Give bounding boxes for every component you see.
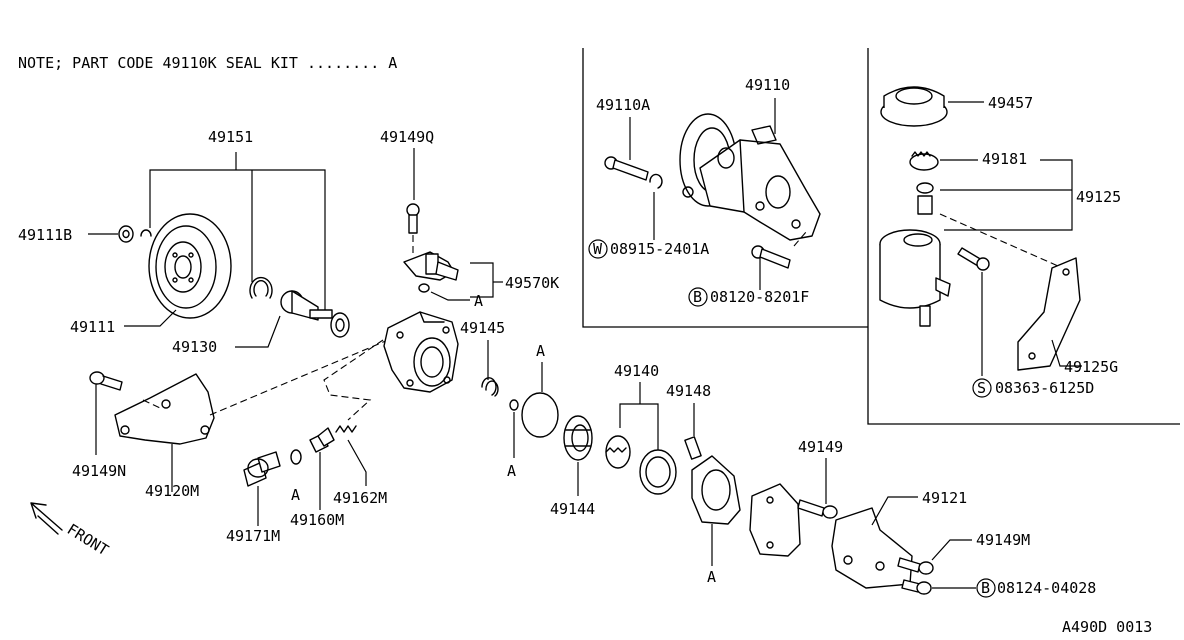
label-49151: 49151 xyxy=(208,128,253,146)
inset-reservoir-frame xyxy=(867,48,1180,425)
fitting-49570K xyxy=(403,251,459,293)
washer-49111B xyxy=(140,229,152,237)
label-49457: 49457 xyxy=(988,94,1033,112)
bolt-49149M xyxy=(897,557,934,575)
seal-49151 xyxy=(330,312,350,338)
prefix-B-08120: B xyxy=(693,288,702,306)
pulley-49111 xyxy=(148,213,232,319)
label-49125G: 49125G xyxy=(1064,358,1118,376)
plug-49171M xyxy=(243,451,281,487)
label-49149M: 49149M xyxy=(976,531,1030,549)
filter xyxy=(917,195,933,215)
bolt-49149N xyxy=(89,371,123,455)
oring-A-small xyxy=(290,449,302,465)
bolt-49149 xyxy=(797,499,838,519)
bolt-49149Q xyxy=(406,203,420,234)
seal-kit-note: NOTE; PART CODE 49110K SEAL KIT ........… xyxy=(18,54,397,72)
gasket-A xyxy=(691,455,741,525)
label-08363-6125D: 08363-6125D xyxy=(995,379,1094,397)
label-49149Q: 49149Q xyxy=(380,128,434,146)
prefix-circle-B-08120 xyxy=(688,287,708,307)
label-49111B: 49111B xyxy=(18,226,72,244)
seal-mark-a1: A xyxy=(474,292,483,310)
prefix-circle-W xyxy=(588,239,608,259)
label-49149N: 49149N xyxy=(72,462,126,480)
seal-mark-a2: A xyxy=(291,486,300,504)
label-49148: 49148 xyxy=(666,382,711,400)
reservoir-tank xyxy=(879,229,951,327)
label-49160M: 49160M xyxy=(290,511,344,529)
label-49140: 49140 xyxy=(614,362,659,380)
bolt-08120 xyxy=(751,245,791,269)
oring-A-tiny xyxy=(509,399,519,411)
prefix-circle-S xyxy=(972,378,992,398)
label-49171M: 49171M xyxy=(226,527,280,545)
label-08120-8201F: 08120-8201F xyxy=(710,288,809,306)
bolt-08124 xyxy=(901,579,932,595)
pulley-group: 49151 49111B 49111 xyxy=(18,128,350,356)
label-49110: 49110 xyxy=(745,76,790,94)
snap-ring-49151 xyxy=(249,276,273,299)
label-08124-04028: 08124-04028 xyxy=(997,579,1096,597)
seal-mark-a4: A xyxy=(507,462,516,480)
bracket-49120M xyxy=(114,373,215,445)
prefix-circle-B-08124 xyxy=(976,578,996,598)
bolt-49110A xyxy=(604,156,649,181)
front-label: FRONT xyxy=(64,520,112,559)
pump-assembly-49110 xyxy=(679,113,821,241)
prefix-S: S xyxy=(977,379,986,397)
rear-cover-group: 49149 49121 49149M B 08124-04028 xyxy=(749,438,1096,598)
front-arrow-icon: FRONT xyxy=(30,502,112,559)
washer-08915 xyxy=(649,173,663,189)
bracket-49121 xyxy=(831,507,913,589)
bracket-49120M-group: 49149N 49120M xyxy=(72,339,389,500)
seal-49181 xyxy=(916,182,934,194)
label-49570K: 49570K xyxy=(505,274,559,292)
inset-reservoir: 49457 49181 49125 S 08363-6125D xyxy=(879,86,1121,398)
label-49145: 49145 xyxy=(460,319,505,337)
shaft-49130 xyxy=(280,290,350,338)
label-49130: 49130 xyxy=(172,338,217,356)
rear-cover xyxy=(749,483,801,557)
rotor-49140 xyxy=(605,435,631,469)
nut-49111B xyxy=(118,225,134,243)
bracket-49125G xyxy=(1017,257,1081,371)
label-49149: 49149 xyxy=(798,438,843,456)
seal-mark-a5: A xyxy=(707,568,716,586)
drawing-code: A490D 0013 xyxy=(1062,618,1152,636)
label-49162M: 49162M xyxy=(333,489,387,507)
oring-49145 xyxy=(481,377,497,396)
valve-49160M xyxy=(309,427,335,453)
oring-A-large xyxy=(521,392,559,438)
cap-cover-49457 xyxy=(880,86,948,127)
pump-housing xyxy=(383,311,459,393)
cartridge-group: A A 49144 49140 49148 A xyxy=(507,342,741,586)
label-49121: 49121 xyxy=(922,489,967,507)
seal-mark-a3: A xyxy=(536,342,545,360)
label-49110A: 49110A xyxy=(596,96,650,114)
spring-49162M xyxy=(335,425,357,433)
cap-49181 xyxy=(909,151,939,171)
inset-pump-assembly: 49110A W 08915-2401A 49110 xyxy=(588,76,821,307)
prefix-B-08124: B xyxy=(981,579,990,597)
pump-body-group: 49149Q 49570K A xyxy=(226,128,559,545)
pin-49148 xyxy=(684,436,702,460)
label-49144: 49144 xyxy=(550,500,595,518)
bolt-08363 xyxy=(957,247,990,271)
label-49125: 49125 xyxy=(1076,188,1121,206)
label-49181: 49181 xyxy=(982,150,1027,168)
prefix-W: W xyxy=(593,240,603,258)
side-plate-49144 xyxy=(563,415,593,461)
cam-ring-49140 xyxy=(639,449,677,495)
inset-pump-assembly-frame xyxy=(582,48,868,328)
label-08915-2401A: 08915-2401A xyxy=(610,240,709,258)
label-49111: 49111 xyxy=(70,318,115,336)
